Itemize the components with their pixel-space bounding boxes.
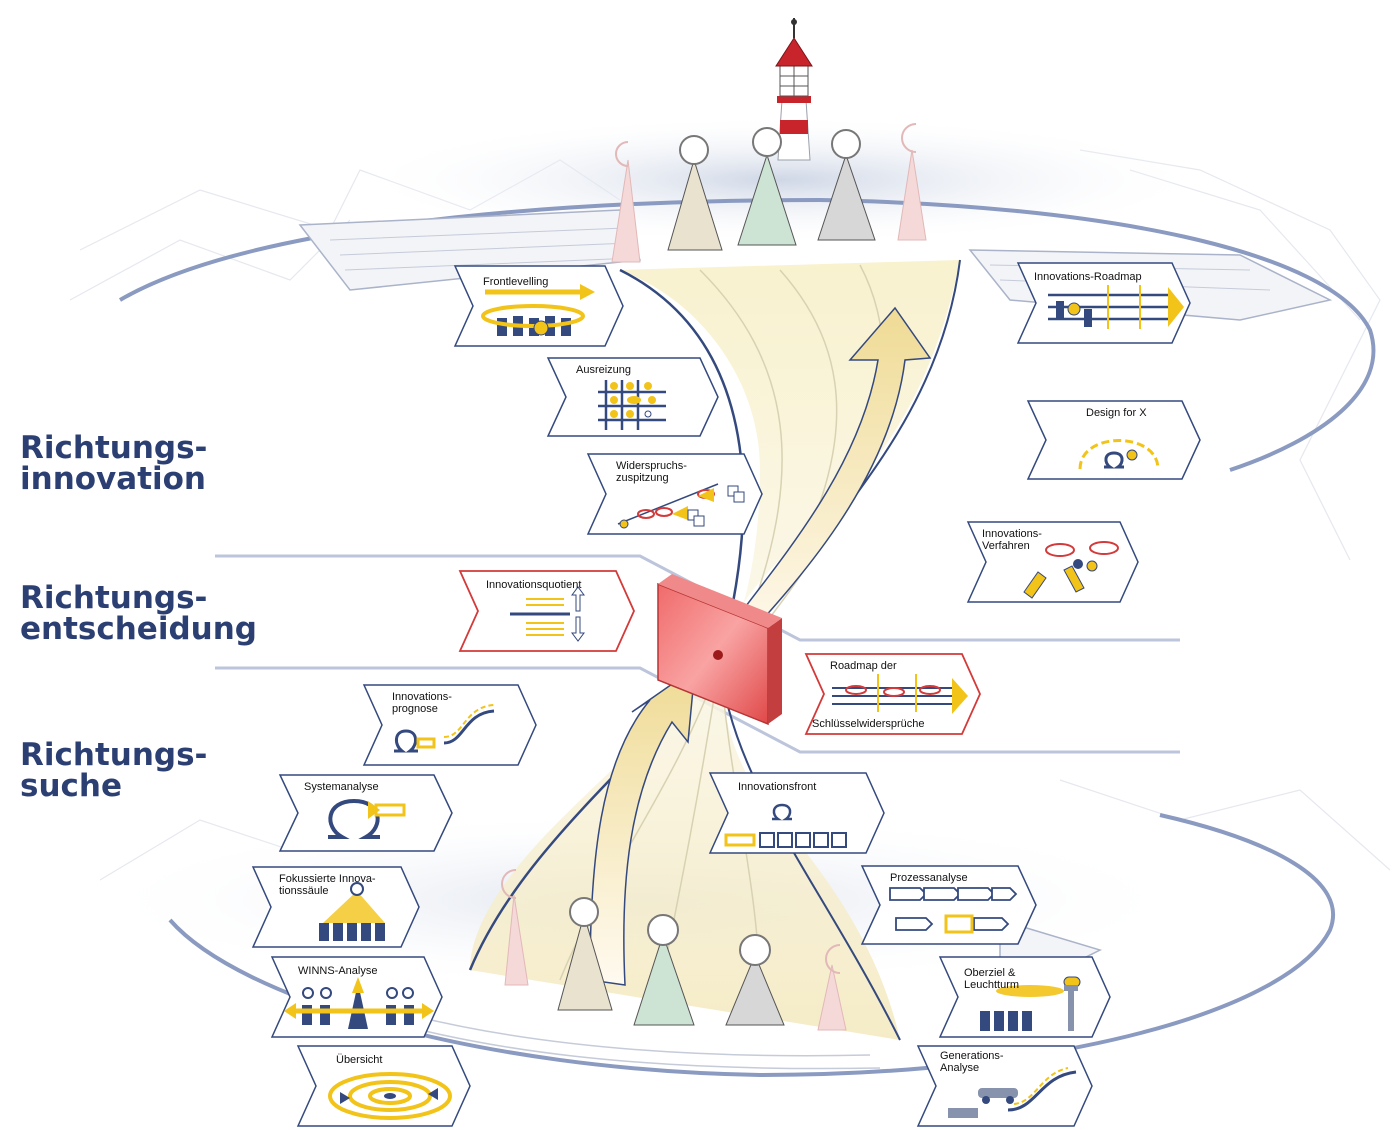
card-widerspruchszuspitzung[interactable]: Widerspruchs- zuspitzung	[586, 453, 764, 535]
cone-lower-3	[633, 914, 695, 1026]
card-systemanalyse[interactable]: Systemanalyse	[278, 774, 454, 852]
omega-icon	[328, 798, 406, 839]
front-icon	[724, 803, 847, 848]
card-fokussierte-innovationssaeule[interactable]: Fokussierte Innova- tionssäule	[251, 866, 421, 948]
phase-label-richtungssuche: Richtungs- suche	[20, 740, 207, 802]
card-innovationsfront[interactable]: Innovationsfront	[708, 772, 886, 854]
card-label: Design for X	[1086, 407, 1147, 419]
card-label: Ausreizung	[576, 364, 632, 376]
card-generations-analyse[interactable]: Generations- Analyse	[916, 1045, 1094, 1127]
card-label-bottom: Schlüsselwidersprüche	[812, 718, 925, 730]
phase-line-1: Richtungs-	[20, 430, 208, 466]
card-uebersicht[interactable]: Übersicht	[296, 1045, 472, 1127]
cone-upper-5	[897, 123, 927, 241]
spiral-overview-icon	[328, 1072, 452, 1120]
quotient-icon	[510, 586, 585, 642]
card-label: Oberziel & Leuchtturm	[964, 967, 1020, 991]
red-decision-wall-icon	[657, 574, 782, 726]
phase-line-2: suche	[20, 768, 122, 804]
card-label: Innovations-Roadmap	[1034, 271, 1142, 283]
upper-cones	[611, 123, 927, 263]
phase-line-1: Richtungs-	[20, 580, 208, 616]
card-label-top: Roadmap der	[830, 660, 897, 672]
generations-icon	[948, 1067, 1077, 1118]
card-label: Systemanalyse	[304, 781, 379, 793]
phase-line-2: innovation	[20, 461, 206, 497]
cone-lower-2	[557, 897, 613, 1011]
card-label: Fokussierte Innova- tionssäule	[279, 873, 376, 897]
card-oberziel-leuchtturm[interactable]: Oberziel & Leuchtturm	[938, 956, 1112, 1038]
cone-upper-1	[611, 141, 641, 263]
card-label: Innovations- prognose	[392, 691, 452, 715]
card-innovationsprognose[interactable]: Innovations- prognose	[362, 684, 538, 766]
pillars-icon	[284, 977, 434, 1029]
cone-lower-4	[725, 934, 785, 1026]
procedure-icon	[1023, 541, 1119, 599]
card-label: Generations- Analyse	[940, 1050, 1004, 1074]
card-label: Übersicht	[336, 1054, 383, 1066]
card-label: Prozessanalyse	[890, 872, 968, 884]
card-winns-analyse[interactable]: WINNS-Analyse	[270, 956, 444, 1038]
card-label: Innovationsquotient	[486, 579, 582, 591]
cone-lower-1	[501, 869, 529, 986]
cone-upper-2	[667, 135, 723, 251]
bulb-icon	[319, 882, 385, 941]
phase-label-richtungsinnovation: Richtungs- innovation	[20, 433, 207, 495]
lower-cones	[501, 869, 847, 1031]
pillars-icon	[481, 284, 595, 336]
cone-upper-4	[817, 129, 876, 241]
cone-lower-5	[817, 944, 847, 1031]
card-frontlevelling[interactable]: Frontlevelling	[453, 265, 625, 347]
upper-arrow	[719, 306, 932, 657]
omega-icon	[394, 704, 495, 753]
card-label: Widerspruchs- zuspitzung	[616, 460, 687, 484]
cone-upper-3	[737, 127, 797, 246]
phase-line-1: Richtungs-	[20, 737, 208, 773]
grid-icon	[598, 380, 666, 430]
process-icon	[889, 887, 1018, 934]
card-design-for-x[interactable]: Design for X	[1026, 400, 1202, 480]
contradiction-icon	[617, 483, 745, 529]
card-innovations-roadmap[interactable]: Innovations-Roadmap	[1016, 262, 1192, 344]
arch-icon	[1078, 439, 1160, 470]
card-innovations-verfahren[interactable]: Innovations- Verfahren	[966, 521, 1140, 603]
roadmap-icon	[1048, 285, 1184, 329]
card-label: WINNS-Analyse	[298, 965, 378, 977]
card-ausreizung[interactable]: Ausreizung	[546, 357, 720, 437]
card-innovationsquotient[interactable]: Innovationsquotient	[458, 570, 636, 652]
roadmap-icon	[832, 674, 968, 714]
phase-line-2: entscheidung	[20, 611, 257, 647]
card-label: Frontlevelling	[483, 276, 549, 288]
card-label: Innovations- Verfahren	[982, 528, 1042, 552]
card-roadmap-der-schluesselwidersprueche[interactable]: Roadmap der Schlüsselwidersprüche	[804, 653, 982, 735]
card-label: Innovationsfront	[738, 781, 817, 793]
lighthouse-icon	[775, 18, 813, 161]
lighthouse-icon	[980, 976, 1081, 1031]
card-prozessanalyse[interactable]: Prozessanalyse	[860, 865, 1038, 945]
phase-label-richtungsentscheidung: Richtungs- entscheidung	[20, 583, 257, 645]
